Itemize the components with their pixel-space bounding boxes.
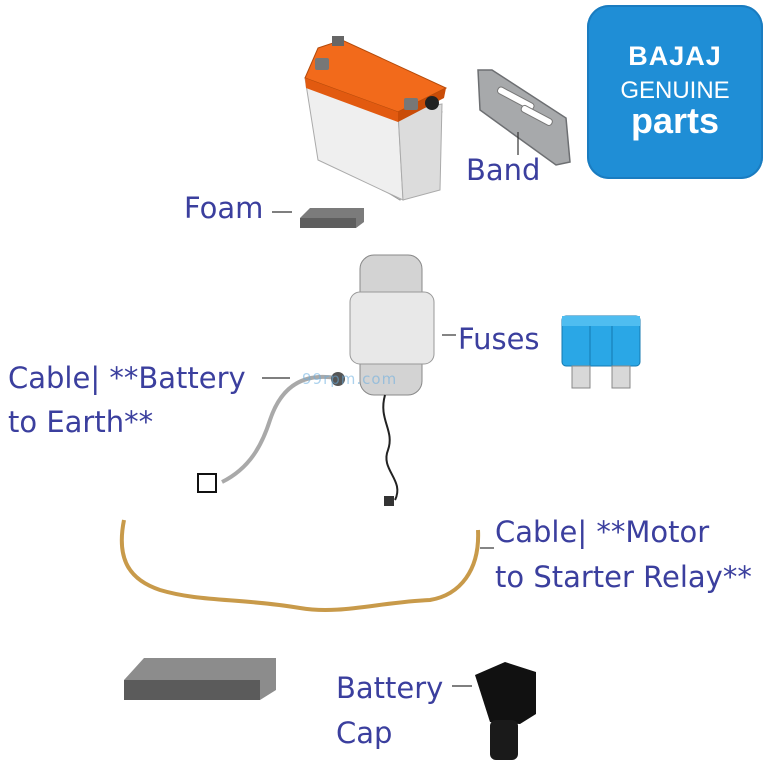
blade-fuse-icon (561, 315, 641, 389)
label-cable-earth-2: to Earth** (8, 405, 154, 439)
label-foam: Foam (184, 191, 264, 225)
band-bracket-icon (477, 69, 571, 166)
label-band: Band (466, 153, 541, 187)
motor-cable-icon (119, 519, 494, 612)
large-foam-pad-icon (124, 658, 276, 700)
label-battery-cap-1: Battery (336, 671, 444, 705)
battery-cap-icon (452, 662, 536, 760)
label-cable-motor-1: Cable| **Motor (495, 515, 710, 549)
logo-parts: parts (630, 100, 720, 141)
label-cable-motor-2: to Starter Relay** (495, 560, 752, 594)
label-fuses: Fuses (458, 322, 540, 356)
foam-pad-icon (272, 208, 364, 228)
label-cable-earth-1: Cable| **Battery (8, 361, 246, 395)
bajaj-genuine-parts-logo: BAJAJ GENUINE parts (587, 5, 763, 179)
fuse-box-icon (349, 254, 456, 506)
logo-genuine: GENUINE (620, 77, 730, 104)
battery-icon (304, 36, 448, 201)
watermark: 99rpm.com (302, 370, 398, 388)
earth-cable-icon (197, 372, 345, 493)
label-battery-cap-2: Cap (336, 716, 393, 750)
logo-brand: BAJAJ (628, 41, 722, 71)
